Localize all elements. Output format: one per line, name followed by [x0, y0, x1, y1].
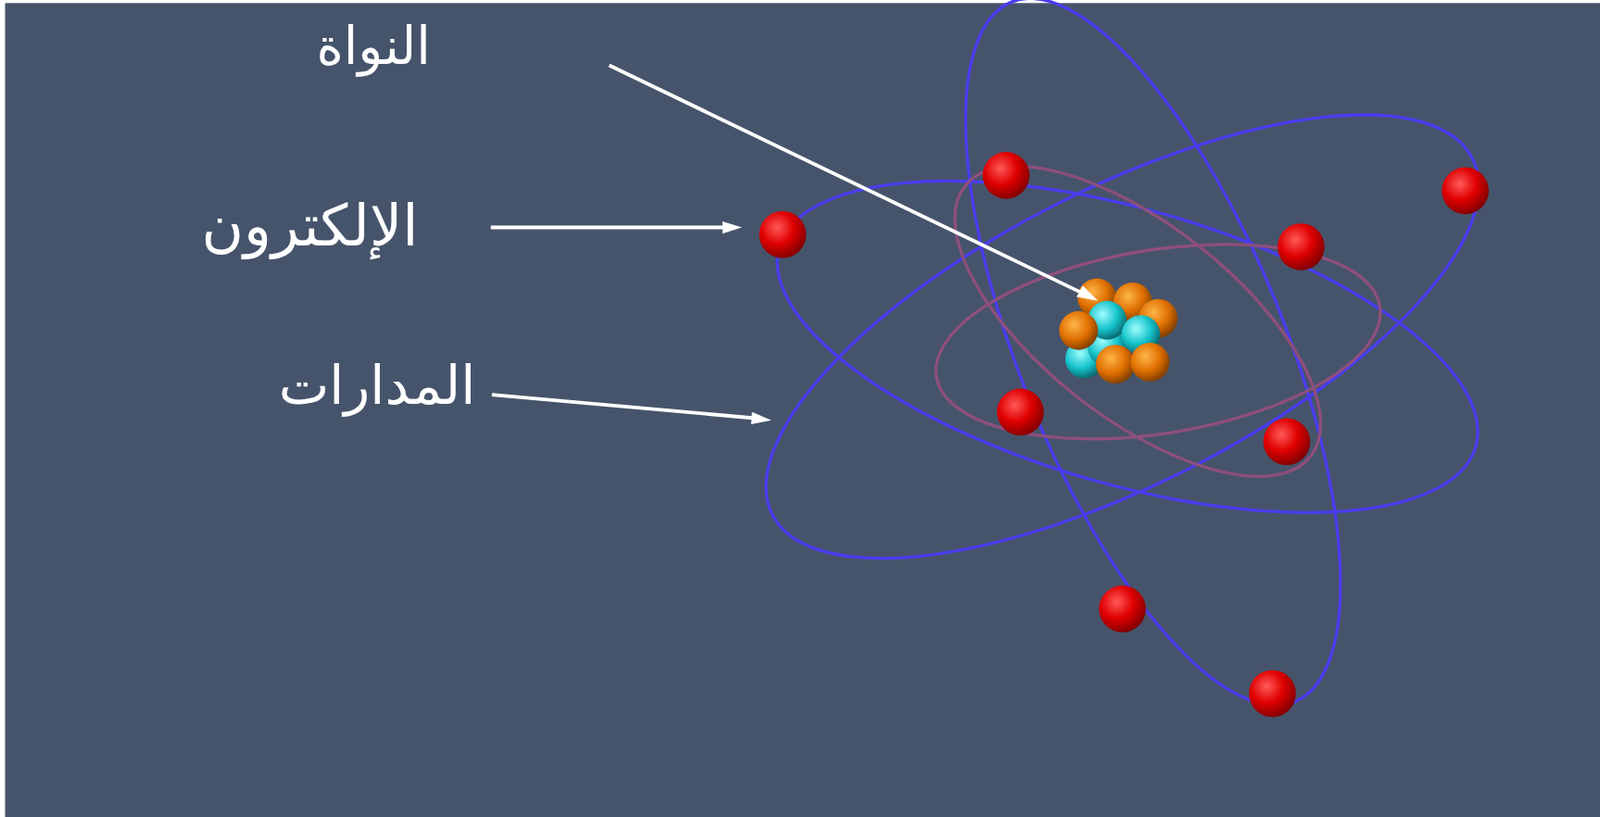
electrons: [758, 151, 1489, 718]
part-label: الإلكترون: [201, 191, 418, 261]
background: [5, 2, 1600, 817]
leader-lines: [491, 64, 1098, 425]
part-label: النواة: [315, 14, 430, 77]
nucleus: [1058, 278, 1178, 384]
part-label: المدارات: [278, 353, 477, 419]
orbits: [705, 0, 1540, 752]
